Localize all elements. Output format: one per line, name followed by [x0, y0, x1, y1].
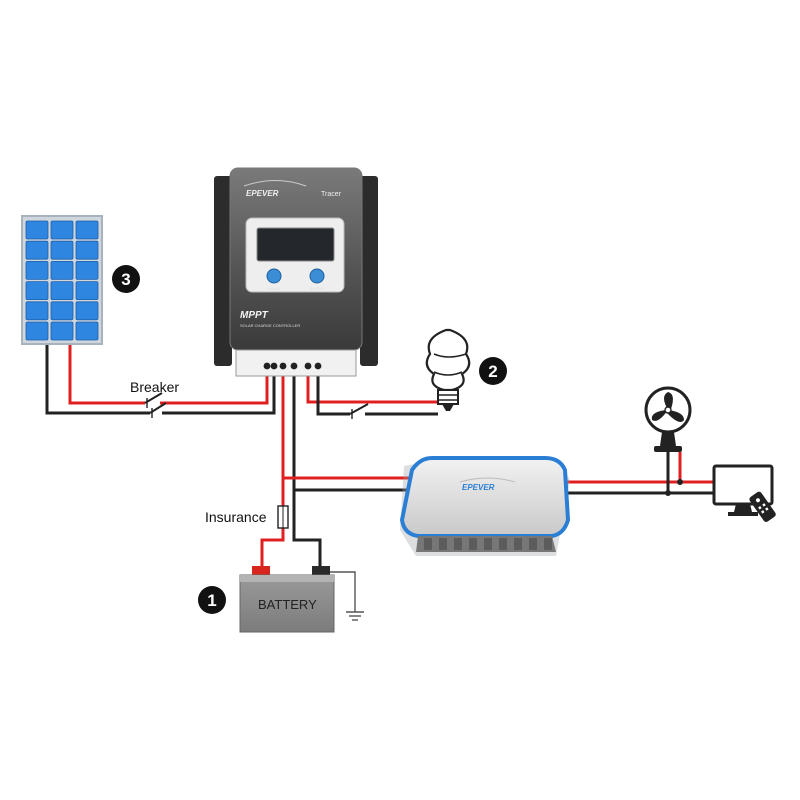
controller-type-label: MPPT [240, 310, 269, 321]
heatsink-fin [529, 538, 537, 550]
marker-solar-text: 3 [121, 270, 130, 289]
solar-cell [25, 240, 49, 260]
menu-button-label: MENU [268, 286, 280, 291]
battery: BATTERY [239, 566, 335, 633]
solar-cell [75, 301, 99, 321]
solar-panel [21, 215, 103, 345]
heatsink-fin [499, 538, 507, 550]
solar-cell [25, 220, 49, 240]
solar-cells [25, 220, 99, 341]
solar-cell [75, 281, 99, 301]
terminal-screw [314, 362, 322, 370]
marker-battery: 1 [198, 586, 226, 614]
heatsink-fin [469, 538, 477, 550]
controller-model: Tracer [321, 191, 342, 198]
terminal-screw [279, 362, 287, 370]
solar-negative-wire [45, 345, 276, 415]
solar-cell [50, 240, 74, 260]
fan-icon [644, 386, 692, 452]
terminal-block [235, 349, 357, 377]
remote-control-icon [749, 491, 776, 522]
light-bulb-icon [425, 328, 471, 411]
solar-cell [25, 301, 49, 321]
battery-positive-wire [260, 375, 285, 566]
ground-symbol [346, 611, 364, 621]
marker-load-text: 2 [488, 362, 497, 381]
lcd-screen [256, 227, 335, 262]
terminal-screw [304, 362, 312, 370]
heatsink-fin [484, 538, 492, 550]
load-positive-wire [306, 375, 438, 404]
solar-cell [50, 220, 74, 240]
tv-icon [712, 464, 776, 522]
heatsink-fin [544, 538, 552, 550]
breaker-label: Breaker [130, 379, 179, 395]
heatsink-fin [454, 538, 462, 550]
solar-cell [50, 321, 74, 341]
marker-battery-text: 1 [207, 591, 216, 610]
solar-cell [50, 301, 74, 321]
solar-cell [50, 281, 74, 301]
solar-cell [50, 260, 74, 280]
battery-negative-wire [292, 375, 322, 566]
controller-subtitle: SOLAR CHARGE CONTROLLER [240, 323, 300, 328]
controller-brand: EPEVER [246, 189, 279, 198]
terminal-screw [290, 362, 298, 370]
solar-cell [25, 281, 49, 301]
insurance-fuse [277, 505, 289, 529]
terminal-screw [263, 362, 271, 370]
wires [45, 345, 714, 612]
solar-cell [75, 240, 99, 260]
heatsink-fin [514, 538, 522, 550]
breaker-symbol [144, 392, 167, 418]
terminal-screws [263, 362, 322, 370]
solar-cell [25, 321, 49, 341]
heatsink-fin [439, 538, 447, 550]
load-switch-symbol [349, 403, 369, 419]
solar-cell [75, 321, 99, 341]
heatsink-fin [424, 538, 432, 550]
solar-positive-wire [68, 345, 269, 405]
terminal-screw [270, 362, 278, 370]
inverter-brand: EPEVER [462, 483, 495, 492]
solar-cell [75, 220, 99, 240]
insurance-label: Insurance [205, 509, 267, 525]
solar-cell [25, 260, 49, 280]
inverter-heatsink [424, 538, 552, 550]
marker-load: 2 [479, 357, 507, 385]
marker-solar: 3 [112, 265, 140, 293]
load-negative-wire [316, 375, 438, 416]
ground-wire [330, 571, 356, 612]
menu-button[interactable] [266, 268, 282, 284]
battery-label: BATTERY [258, 597, 317, 612]
inverter: EPEVER [399, 456, 571, 556]
enter-button-label: ENTER [310, 286, 324, 291]
charge-controller: EPEVER Tracer MENU ENTER MPPT SOLAR CHAR… [214, 167, 378, 377]
solar-cell [75, 260, 99, 280]
enter-button[interactable] [309, 268, 325, 284]
